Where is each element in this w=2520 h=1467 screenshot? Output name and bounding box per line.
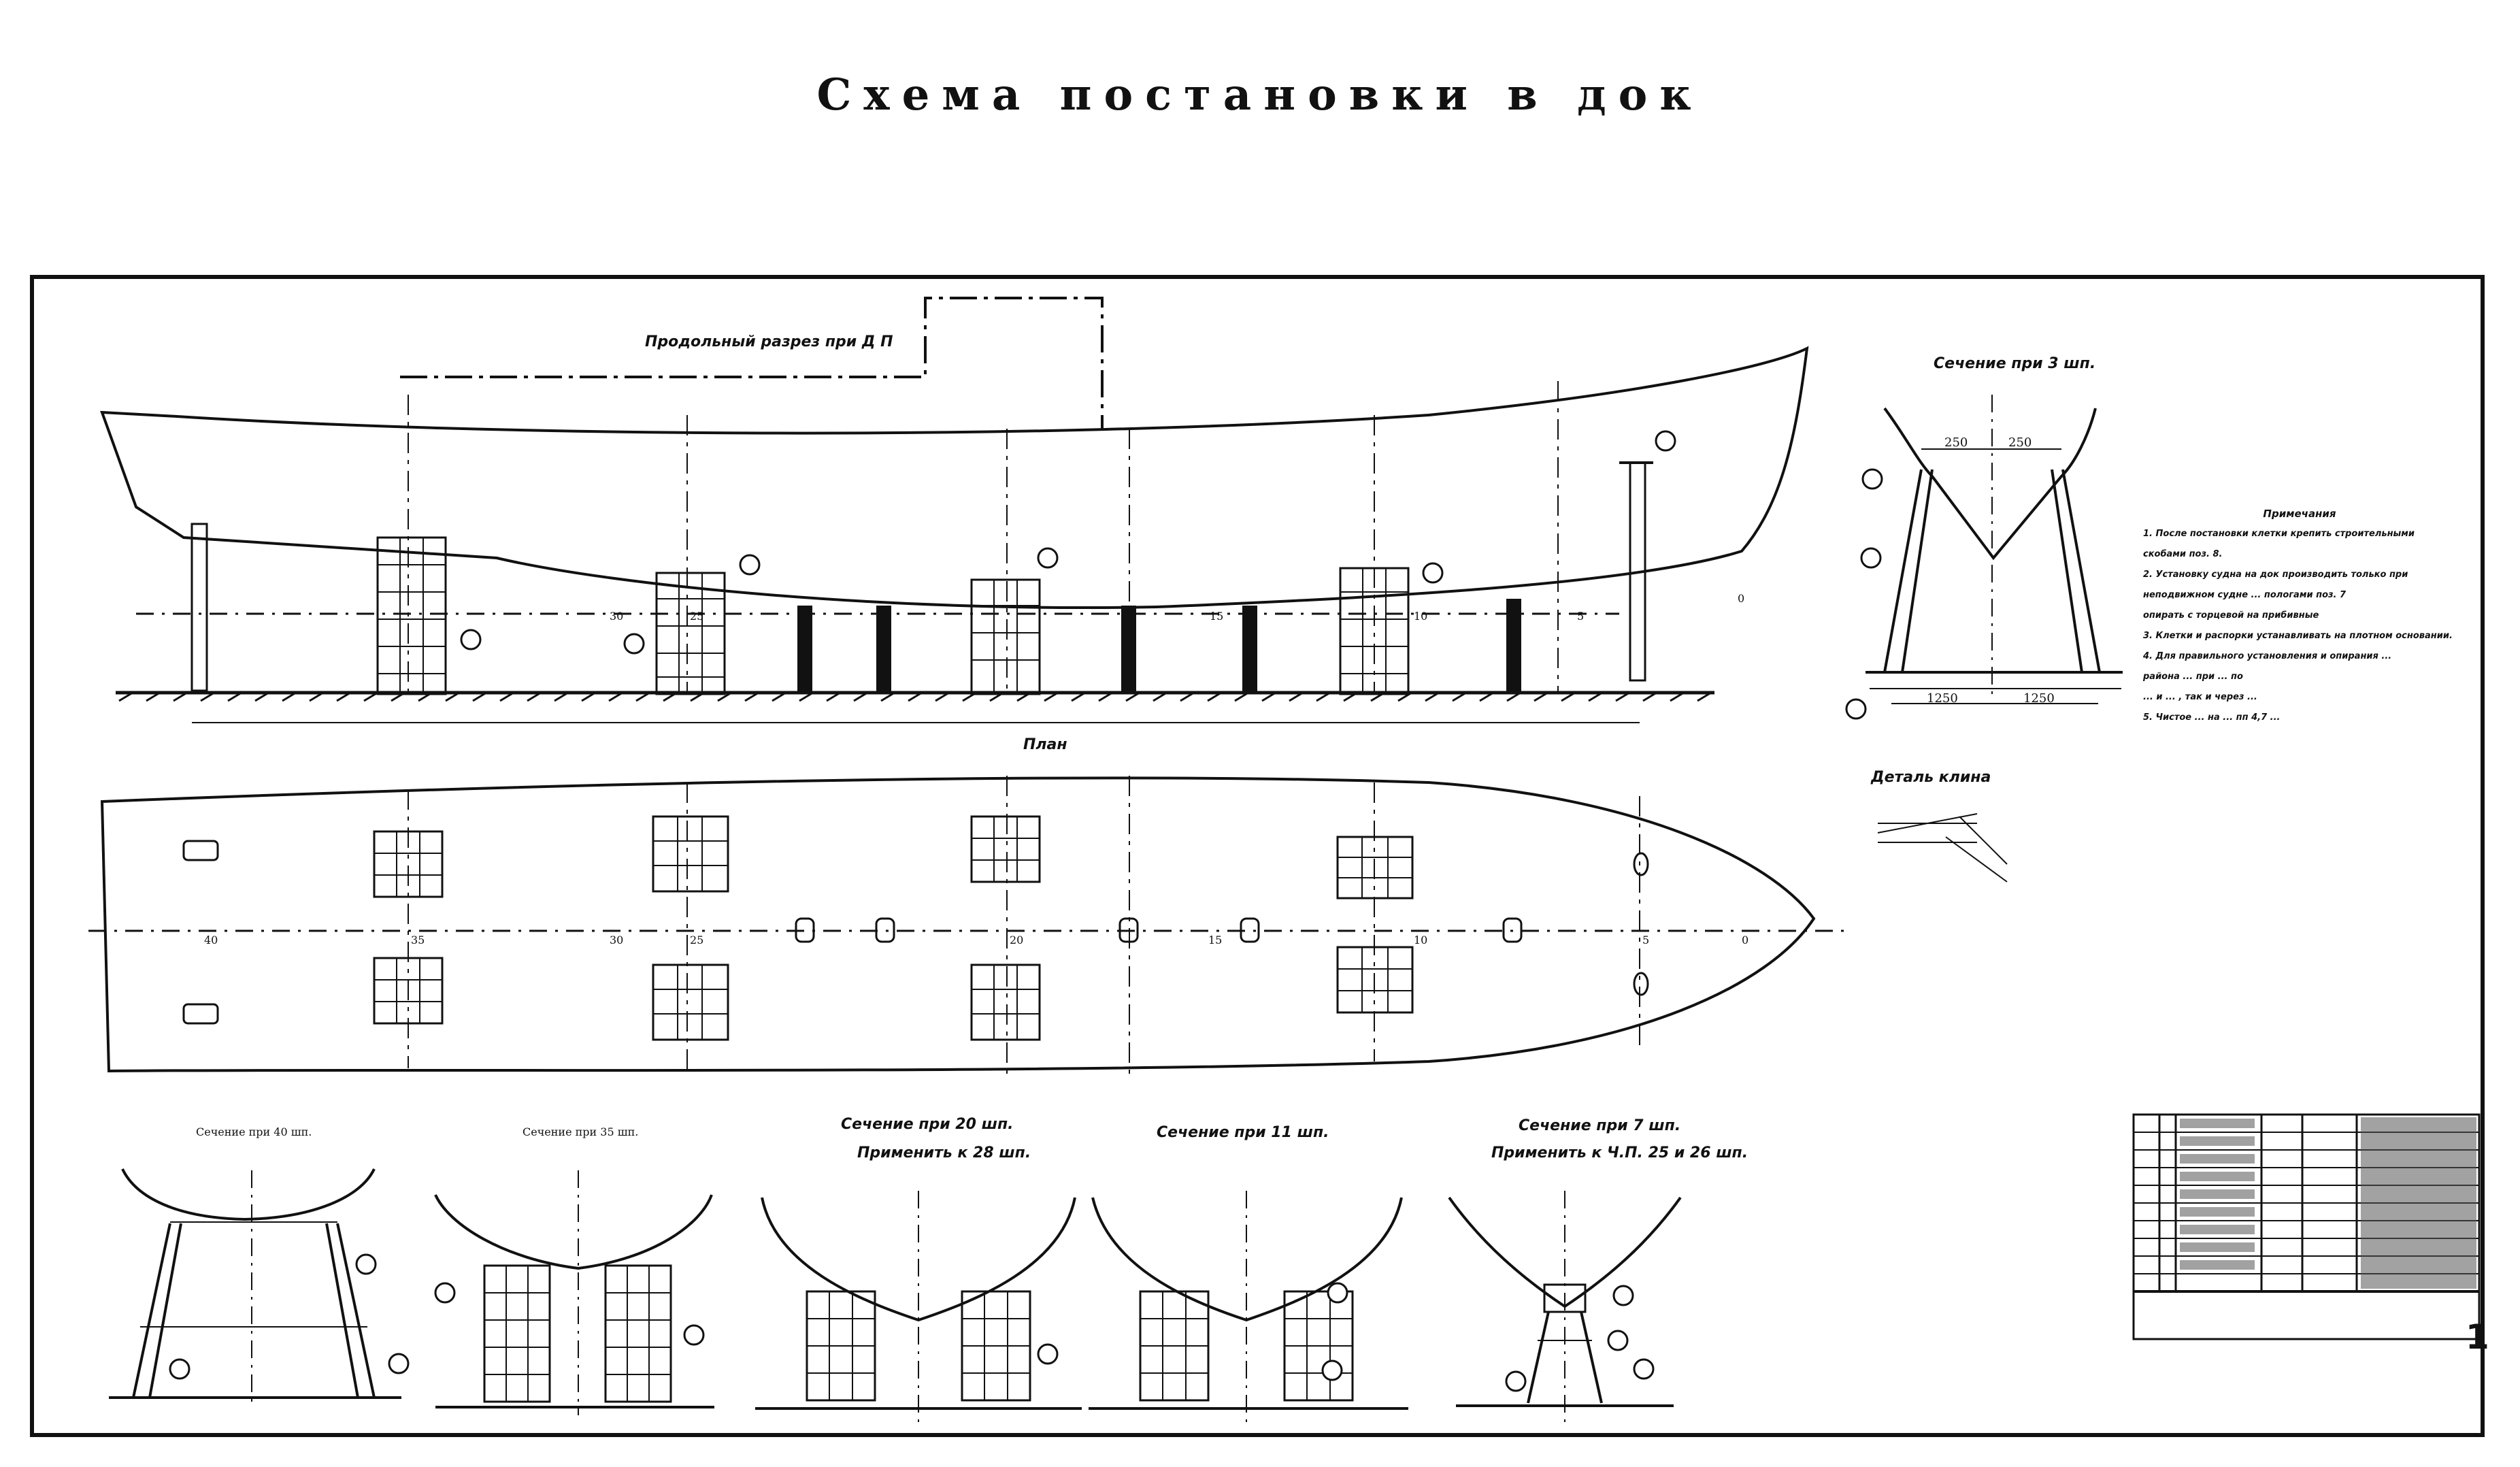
section-35-label: Сечение при 35 шп. (523, 1125, 639, 1138)
profile-tick-0: 0 (1738, 592, 1745, 605)
dim-half-width-left: 250 (1944, 435, 1968, 450)
detail-label: Деталь клина (1871, 769, 1991, 786)
section-20-sublabel: Применить к 28 шп. (857, 1144, 1031, 1161)
dim-base-left: 1250 (1927, 691, 1958, 706)
plan-tick-0: 0 (1742, 934, 1749, 946)
detail-view (1877, 813, 2008, 883)
section-7-sublabel: Применить к Ч.П. 25 и 26 шп. (1491, 1144, 1748, 1161)
profile-tick-5: 5 (1577, 610, 1585, 623)
notes-block: Примечания 1. После постановки клетки кр… (2143, 504, 2456, 728)
section-3-label: Сечение при 3 шп. (1934, 355, 2096, 372)
section-7-view (1448, 1191, 1682, 1422)
sheet-number: 1 (2466, 1317, 2489, 1357)
section-3-view (1866, 395, 2123, 704)
profile-tick-30: 30 (610, 610, 624, 623)
note-item: 2. Установку судна на док производить то… (2143, 570, 2408, 600)
note-item: 4. Для правильного установления и опиран… (2143, 651, 2392, 661)
section-11-label: Сечение при 11 шп. (1157, 1124, 1329, 1141)
dim-base-right: 1250 (2023, 691, 2055, 706)
dim-half-width-right: 250 (2008, 435, 2032, 450)
drawing-frame (30, 275, 2485, 1437)
profile-view (100, 297, 1809, 723)
section-11-view (1089, 1191, 1408, 1422)
notes-title: Примечания (2263, 508, 2336, 520)
plan-tick-40: 40 (204, 934, 218, 946)
note-item: района ... при ... по (2143, 672, 2243, 682)
section-7-label: Сечение при 7 шп. (1519, 1117, 1681, 1134)
plan-tick-15: 15 (1208, 934, 1223, 946)
note-item: опирать с торцевой на прибивные (2143, 610, 2319, 621)
note-item: 3. Клетки и распорки устанавливать на пл… (2143, 631, 2453, 641)
section-40-label: Сечение при 40 шп. (196, 1125, 312, 1138)
section-35-view (434, 1170, 714, 1415)
plan-tick-25: 25 (690, 934, 704, 946)
plan-tick-35: 35 (411, 934, 425, 946)
plan-view-label: План (1023, 736, 1067, 753)
profile-tick-15: 15 (1210, 610, 1224, 623)
plan-tick-10: 10 (1414, 934, 1428, 946)
profile-tick-25: 25 (690, 610, 704, 623)
specification-table (2132, 1113, 2481, 1340)
note-item: 5. Чистое ... на ... пп 4,7 ... (2143, 712, 2281, 723)
plan-view (88, 776, 1851, 1074)
profile-view-label: Продольный разрез при Д П (645, 333, 893, 350)
section-40-view (109, 1168, 401, 1408)
profile-tick-10: 10 (1414, 610, 1428, 623)
plan-tick-20: 20 (1010, 934, 1024, 946)
note-item: ... и ... , так и через ... (2143, 692, 2257, 702)
section-20-label: Сечение при 20 шп. (841, 1116, 1014, 1133)
note-item: 1. После постановки клетки крепить строи… (2143, 529, 2415, 559)
plan-tick-30: 30 (610, 934, 624, 946)
drawing-title: Схема постановки в док (816, 69, 1704, 120)
section-20-view (755, 1191, 1082, 1422)
plan-tick-5: 5 (1642, 934, 1650, 946)
